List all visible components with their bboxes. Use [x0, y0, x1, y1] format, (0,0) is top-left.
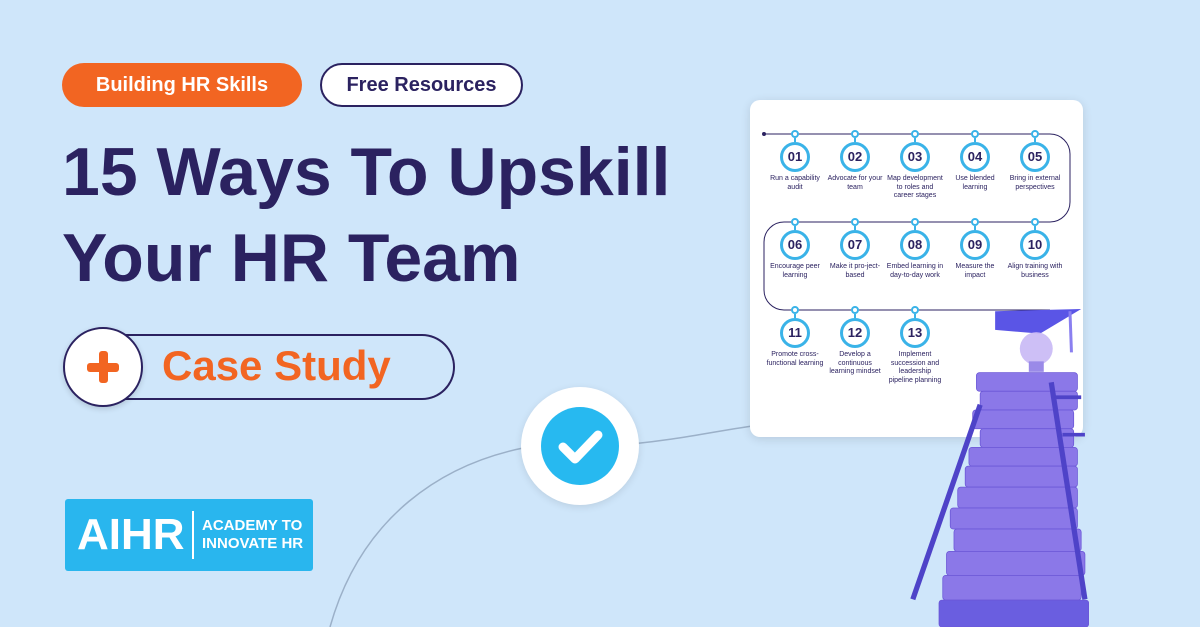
step-stem: [974, 138, 976, 142]
step-number: 04: [960, 142, 990, 172]
step-pin: [911, 130, 919, 138]
step-label: Encourage peer learning: [770, 263, 820, 279]
case-study-label: Case Study: [162, 342, 391, 389]
step-pin: [851, 218, 859, 226]
step-number: 12: [840, 318, 870, 348]
step-label: Bring in external perspectives: [1009, 175, 1061, 191]
step-pin: [911, 306, 919, 314]
step-number: 07: [840, 230, 870, 260]
step-number: 11: [780, 318, 810, 348]
books-ladder-illustration: [910, 308, 1089, 627]
step-number: 02: [840, 142, 870, 172]
step-number: 10: [1020, 230, 1050, 260]
step-pin: [851, 306, 859, 314]
step-label: Run a capability audit: [770, 175, 820, 191]
step-stem: [854, 314, 856, 318]
page-title-line2: Your HR Team: [62, 220, 521, 296]
step-label: Map development to roles and career stag…: [887, 175, 943, 199]
step-pin: [971, 218, 979, 226]
step-label: Measure the impact: [955, 263, 995, 279]
case-study-pill: [103, 334, 455, 400]
step-number: 01: [780, 142, 810, 172]
page-title-line1: 15 Ways To Upskill: [62, 134, 671, 210]
step-label: Use blended learning: [955, 175, 995, 191]
step-stem: [914, 138, 916, 142]
resource-tag: Free Resources: [320, 63, 523, 107]
step-number: 13: [900, 318, 930, 348]
step-stem: [914, 314, 916, 318]
plus-icon: [63, 327, 143, 407]
step-pin: [791, 130, 799, 138]
logo-divider: [192, 511, 194, 559]
check-icon: [541, 407, 619, 485]
step-stem: [794, 314, 796, 318]
step-label: Align training with business: [1007, 263, 1063, 279]
step-stem: [794, 138, 796, 142]
step-stem: [854, 226, 856, 230]
step-label: Develop a continuous learning mindset: [829, 351, 881, 375]
step-pin: [791, 306, 799, 314]
step-pin: [1031, 218, 1039, 226]
step-pin: [851, 130, 859, 138]
step-stem: [1034, 226, 1036, 230]
step-pin: [1031, 130, 1039, 138]
step-stem: [854, 138, 856, 142]
step-pin: [911, 218, 919, 226]
step-stem: [914, 226, 916, 230]
step-number: 08: [900, 230, 930, 260]
step-stem: [974, 226, 976, 230]
step-stem: [1034, 138, 1036, 142]
step-label: Implement succession and leadership pipe…: [888, 351, 942, 384]
step-stem: [794, 226, 796, 230]
step-number: 09: [960, 230, 990, 260]
step-pin: [971, 130, 979, 138]
step-number: 05: [1020, 142, 1050, 172]
step-pin: [791, 218, 799, 226]
step-label: Promote cross-functional learning: [766, 351, 824, 367]
category-tag: Building HR Skills: [62, 63, 302, 107]
step-label: Make it pro-ject-based: [829, 263, 881, 279]
logo-wordmark: AIHR: [77, 510, 185, 559]
step-label: Advocate for your team: [827, 175, 883, 191]
step-number: 03: [900, 142, 930, 172]
step-number: 06: [780, 230, 810, 260]
step-label: Embed learning in day-to-day work: [886, 263, 944, 279]
